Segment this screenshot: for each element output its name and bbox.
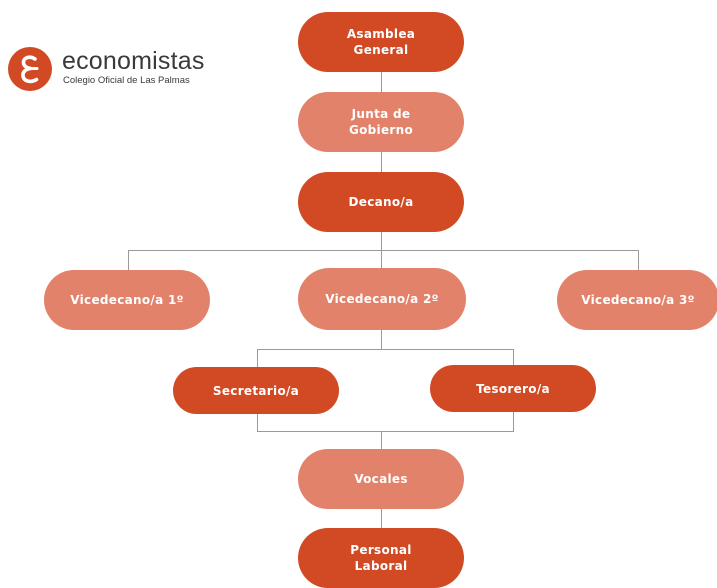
logo-wordmark: economistas bbox=[62, 47, 205, 75]
node-secretario: Secretario/a bbox=[173, 367, 339, 414]
economistas-logo-icon bbox=[8, 47, 52, 91]
node-personal-laboral: Personal Laboral bbox=[298, 528, 464, 588]
node-asamblea-general: Asamblea General bbox=[298, 12, 464, 72]
node-tesorero: Tesorero/a bbox=[430, 365, 596, 412]
economistas-logo: economistas Colegio Oficial de Las Palma… bbox=[8, 47, 218, 95]
node-junta-de-gobierno: Junta de Gobierno bbox=[298, 92, 464, 152]
node-vocales: Vocales bbox=[298, 449, 464, 509]
node-decano: Decano/a bbox=[298, 172, 464, 232]
logo-subtitle: Colegio Oficial de Las Palmas bbox=[63, 75, 190, 86]
node-vicedecano-1: Vicedecano/a 1º bbox=[44, 270, 210, 330]
node-vicedecano-2: Vicedecano/a 2º bbox=[298, 268, 466, 330]
node-vicedecano-3: Vicedecano/a 3º bbox=[557, 270, 717, 330]
